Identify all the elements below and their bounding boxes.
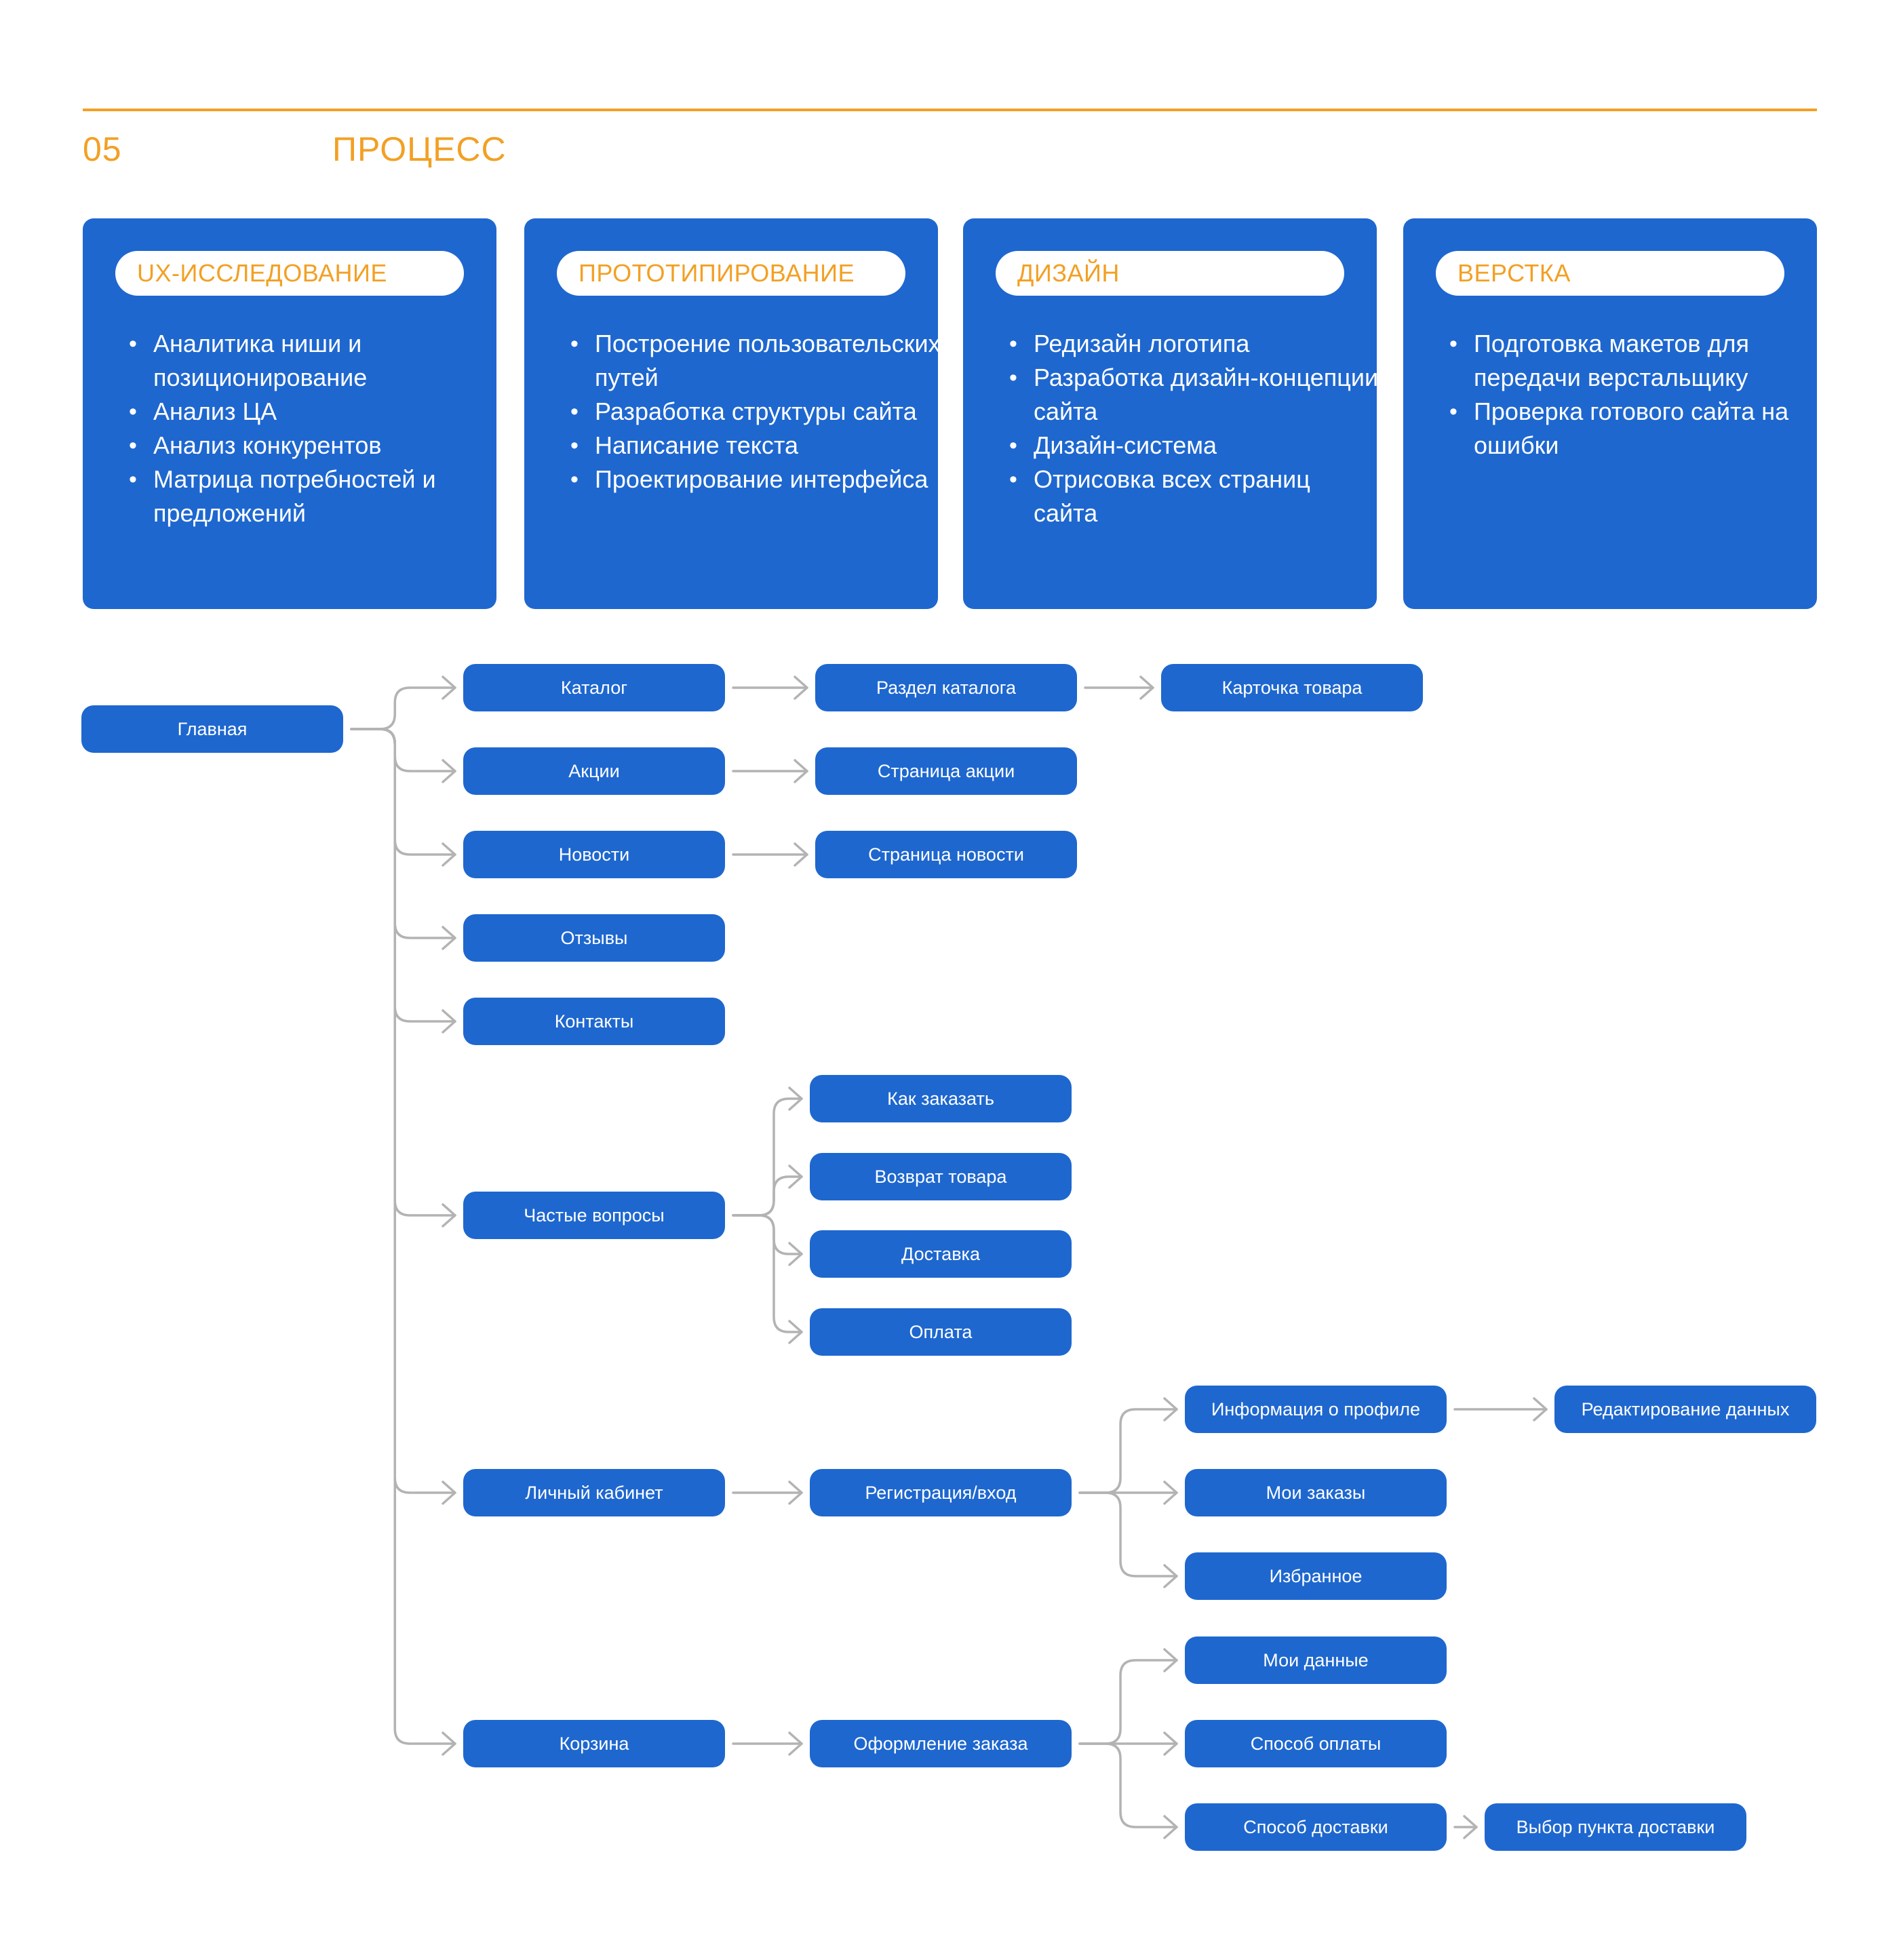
arrow-icon [1163,1731,1178,1756]
stage-card-design: ДИЗАЙН Редизайн логотипа Разработка диза… [963,218,1379,609]
arrow-icon [442,675,456,700]
stage-title: ПРОТОТИПИРОВАНИЕ [557,251,905,296]
node-contacts: Контакты [463,998,725,1045]
arrow-icon [788,1731,803,1756]
node-catalog: Каталог [463,664,725,711]
stage-task-list: Редизайн логотипа Разработка дизайн-конц… [1006,327,1379,530]
node-payment-method: Способ оплаты [1185,1720,1447,1767]
stage-task-list: Построение пользовательских путей Разраб… [568,327,941,496]
connector-line [350,728,456,1745]
arrow-icon [794,675,808,700]
node-checkout: Оформление заказа [810,1720,1072,1767]
stage-task: Проверка готового сайта на ошибки [1449,395,1820,463]
arrow-icon [1533,1397,1548,1422]
node-login: Регистрация/вход [810,1469,1072,1516]
arrow-icon [788,1164,803,1189]
connector-line [1078,1742,1178,1828]
stage-task: Проектирование интерфейса [570,463,941,496]
node-home: Главная [81,705,343,753]
node-edit-data: Редактирование данных [1554,1386,1816,1433]
stage-card-ux-research: UX-ИССЛЕДОВАНИЕ Аналитика ниши и позицио… [83,218,496,609]
arrow-icon [788,1320,803,1344]
arrow-icon [794,842,808,867]
stage-card-prototyping: ПРОТОТИПИРОВАНИЕ Построение пользователь… [524,218,941,609]
connector-line [350,686,456,730]
arrow-icon [442,1731,456,1756]
node-news-page: Страница новости [815,831,1077,878]
node-reviews: Отзывы [463,914,725,962]
stage-task: Разработка дизайн-концепции сайта [1009,361,1379,429]
node-profile-info: Информация о профиле [1185,1386,1447,1433]
connector-line [350,728,456,1217]
stage-task-list: Подготовка макетов для передачи версталь… [1447,327,1820,463]
arrow-icon [788,1242,803,1266]
stage-title: ДИЗАЙН [996,251,1344,296]
arrow-icon [1163,1815,1178,1839]
node-promos: Акции [463,747,725,795]
section-number: 05 [83,130,122,168]
stage-task: Анализ конкурентов [129,429,499,463]
node-how-to-order: Как заказать [810,1075,1072,1122]
node-faq: Частые вопросы [463,1192,725,1239]
section-title: ПРОЦЕСС [332,130,507,168]
stage-task: Разработка структуры сайта [570,395,941,429]
arrow-icon [1163,1648,1178,1672]
node-pickup-point: Выбор пункта доставки [1485,1803,1746,1851]
connector-line [732,1175,803,1217]
node-delivery-method: Способ доставки [1185,1803,1447,1851]
connector-line [1078,1659,1178,1745]
connector-line [1078,1408,1178,1494]
arrow-icon [788,1086,803,1111]
node-promo-page: Страница акции [815,747,1077,795]
node-account: Личный кабинет [463,1469,725,1516]
arrow-icon [442,1203,456,1228]
node-product-card: Карточка товара [1161,664,1423,711]
stage-task: Написание текста [570,429,941,463]
arrow-icon [1139,675,1154,700]
connector-line [732,1214,803,1255]
stage-task: Подготовка макетов для передачи версталь… [1449,327,1820,395]
header-divider [83,109,1817,111]
arrow-icon [788,1481,803,1505]
node-news: Новости [463,831,725,878]
arrow-icon [1163,1481,1178,1505]
arrow-icon [1463,1815,1478,1839]
node-my-orders: Мои заказы [1185,1469,1447,1516]
arrow-icon [1163,1564,1178,1588]
stage-task: Матрица потребностей и предложений [129,463,499,530]
node-catalog-section: Раздел каталога [815,664,1077,711]
connector-line [732,1214,803,1333]
node-favorites: Избранное [1185,1552,1447,1600]
stage-task-list: Аналитика ниши и позиционирование Анализ… [126,327,499,530]
arrow-icon [442,1009,456,1034]
connector-line [350,728,456,939]
arrow-icon [794,759,808,783]
stage-task: Анализ ЦА [129,395,499,429]
arrow-icon [442,759,456,783]
stage-title: UX-ИССЛЕДОВАНИЕ [115,251,464,296]
stage-task: Построение пользовательских путей [570,327,941,395]
arrow-icon [442,842,456,867]
node-delivery: Доставка [810,1230,1072,1278]
node-payment: Оплата [810,1308,1072,1356]
connector-line [1078,1491,1178,1577]
connector-line [350,728,456,772]
node-returns: Возврат товара [810,1153,1072,1200]
node-cart: Корзина [463,1720,725,1767]
arrow-icon [1163,1397,1178,1422]
arrow-icon [442,926,456,950]
connector-line [350,728,456,1023]
stage-card-layout: ВЕРСТКА Подготовка макетов для передачи … [1403,218,1817,609]
connector-line [350,728,456,856]
connector-line [732,1097,803,1217]
stage-task: Редизайн логотипа [1009,327,1379,361]
connector-line [350,728,456,1494]
stage-title: ВЕРСТКА [1436,251,1784,296]
node-my-data: Мои данные [1185,1636,1447,1684]
stage-task: Аналитика ниши и позиционирование [129,327,499,395]
arrow-icon [442,1481,456,1505]
stage-task: Дизайн-система [1009,429,1379,463]
stage-task: Отрисовка всех страниц сайта [1009,463,1379,530]
